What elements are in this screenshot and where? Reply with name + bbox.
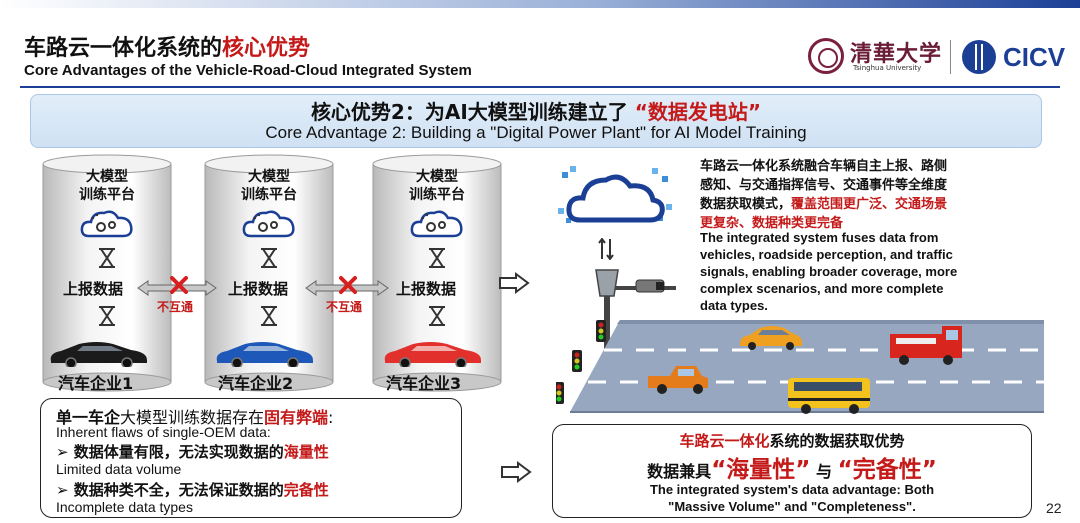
page-title: 车路云一体化系统的核心优势 <box>24 36 311 61</box>
blocked-x-icon <box>170 276 188 294</box>
no-interop-label-2: 不互通 <box>326 300 363 314</box>
roadside-pole-icon <box>556 269 676 404</box>
right-desc-en-3: signals, enabling broader coverage, more <box>700 264 958 279</box>
right-desc-en-5: data types. <box>700 298 768 313</box>
data-cloud-icon <box>558 166 672 223</box>
tsinghua-logo-text: 清華大学 <box>850 41 943 67</box>
right-desc-cn-2: 感知、与交通指挥信号、交通事件等全维度 <box>700 178 948 193</box>
advantage-title: 车路云一体化系统的数据获取优势 <box>679 432 905 450</box>
right-desc-cn-3: 数据获取模式，覆盖范围更广泛、交通场景 <box>700 197 948 212</box>
banner-title-en: Core Advantage 2: Building a "Digital Po… <box>265 123 807 142</box>
data-uplink-icon <box>598 238 614 260</box>
right-arrow-icon <box>501 461 532 483</box>
oem-company-2: 汽车企业2 <box>218 374 294 393</box>
road-scene <box>570 320 1044 414</box>
platform-label-2: 大模型训练平台 <box>241 169 297 203</box>
right-desc-cn-1: 车路云一体化系统融合车辆自主上报、路侧 <box>700 159 948 174</box>
blocked-x-icon <box>339 276 357 294</box>
cloud-gear-icon <box>410 210 463 238</box>
transfer-icon <box>261 248 277 268</box>
page-subtitle: Core Advantages of the Vehicle-Road-Clou… <box>24 62 472 79</box>
transfer-icon <box>99 306 115 326</box>
flaw-item-1: ➢ 数据体量有限，无法实现数据的海量性 <box>56 443 329 461</box>
oem-company-3: 汽车企业3 <box>386 374 462 393</box>
transfer-icon <box>429 306 445 326</box>
data-label-3: 上报数据 <box>396 280 457 298</box>
platform-label-3: 大模型训练平台 <box>409 169 465 203</box>
advantage-en-1: The integrated system's data advantage: … <box>649 482 935 497</box>
flaw-item-2-en: Incomplete data types <box>56 499 193 515</box>
banner-title-cn: 核心优势2：为AI大模型训练建立了 “数据发电站” <box>310 100 762 124</box>
right-arrow-icon <box>499 272 530 294</box>
right-desc-en-4: complex scenarios, and more complete <box>700 281 944 296</box>
car-blue-icon <box>216 342 313 367</box>
platform-label-1: 大模型训练平台 <box>79 169 135 203</box>
cloud-gear-icon <box>80 210 133 238</box>
oem-cylinder-3 <box>372 154 502 392</box>
page-number: 22 <box>1046 500 1062 516</box>
car-red-icon <box>384 342 481 367</box>
advantage-box <box>552 424 1032 518</box>
right-desc-en-1: The integrated system fuses data from <box>700 230 939 245</box>
cloud-gear-icon <box>242 210 295 238</box>
ciciv-logo-text: CICV <box>1003 42 1066 72</box>
data-label-2: 上报数据 <box>228 280 289 298</box>
logo-divider <box>950 40 951 74</box>
tsinghua-logo-subtext: Tsinghua University <box>853 64 922 72</box>
tsinghua-seal-icon <box>808 38 844 74</box>
top-accent-bar <box>0 0 1080 8</box>
car-black-icon <box>50 342 147 367</box>
right-desc-cn-4: 更复杂、数据种类更完备 <box>700 216 844 231</box>
transfer-icon <box>99 248 115 268</box>
transfer-icon <box>429 248 445 268</box>
flaws-title: 单一车企大模型训练数据存在固有弊端: <box>56 408 334 427</box>
flaw-item-2: ➢ 数据种类不全，无法保证数据的完备性 <box>56 481 329 499</box>
oem-company-1: 汽车企业1 <box>58 374 134 393</box>
advantage-en-2: "Massive Volume" and "Completeness". <box>668 499 916 514</box>
no-interop-label-1: 不互通 <box>157 300 194 314</box>
flaw-item-1-en: Limited data volume <box>56 461 182 477</box>
transfer-icon <box>261 306 277 326</box>
header-divider <box>20 86 1060 88</box>
single-oem-flaws-box <box>40 398 462 518</box>
advantage-headline: 数据兼具“海量性” 与 “完备性” <box>647 457 937 483</box>
core-advantage-banner <box>30 94 1042 148</box>
flaws-title-en: Inherent flaws of single-OEM data: <box>56 424 271 440</box>
right-desc-en-2: vehicles, roadside perception, and traff… <box>700 247 953 262</box>
ciciv-logo-icon <box>962 40 996 74</box>
data-label-1: 上报数据 <box>63 280 124 298</box>
